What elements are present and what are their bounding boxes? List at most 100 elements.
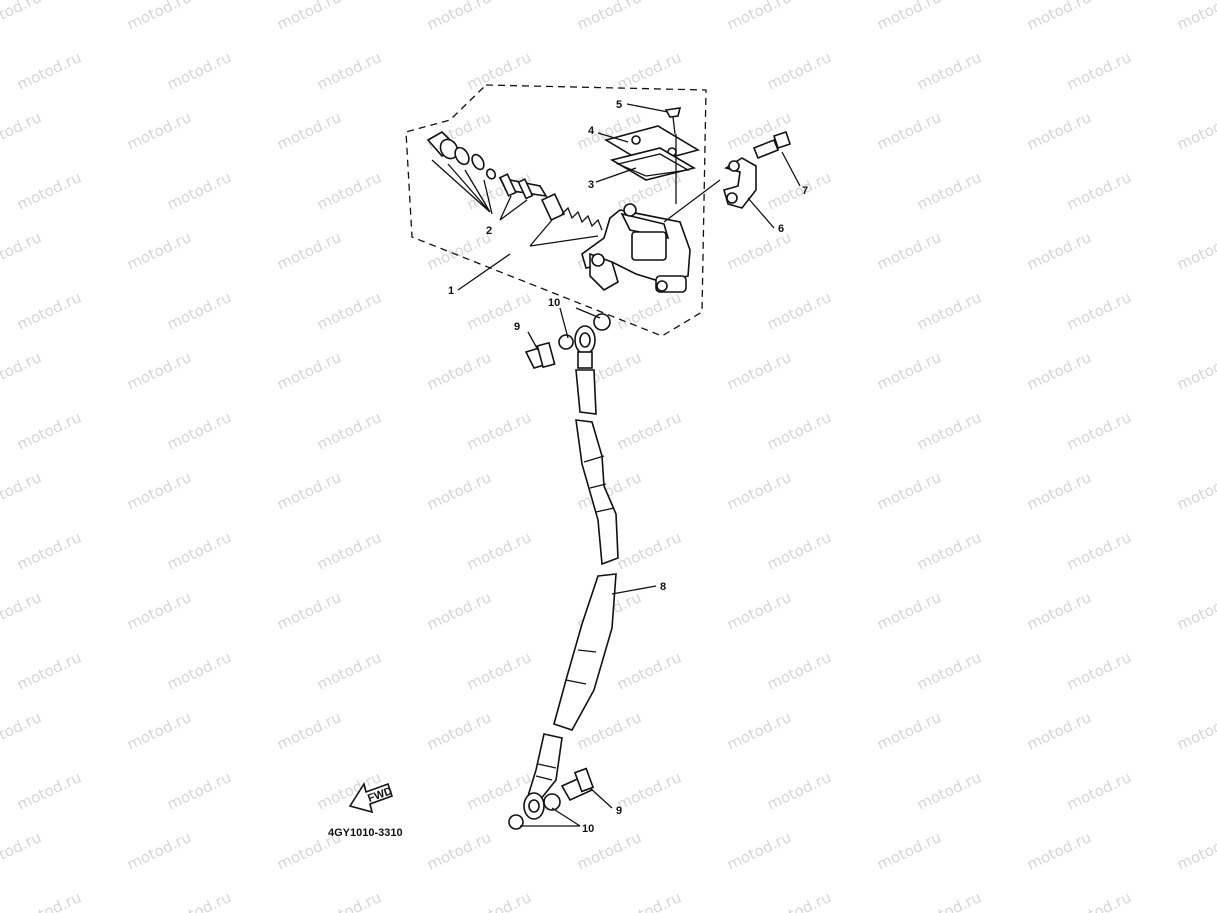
watermark-text: motod.ru xyxy=(274,108,344,153)
watermark-text: motod.ru xyxy=(124,708,194,753)
watermark-text: motod.ru xyxy=(874,708,944,753)
master-cylinder-assembly-boundary xyxy=(405,84,707,337)
watermark-text: motod.ru xyxy=(464,48,534,93)
copper-washer-lower-b xyxy=(543,793,561,811)
callout-6: 6 xyxy=(778,223,784,235)
copper-washer-lower-a xyxy=(508,814,524,830)
watermark-text: motod.ru xyxy=(914,768,984,813)
watermark-text: motod.ru xyxy=(1174,708,1217,753)
watermark-text: motod.ru xyxy=(1174,0,1217,34)
watermark-text: motod.ru xyxy=(764,888,834,913)
watermark-text: motod.ru xyxy=(1174,348,1217,393)
callout-1: 1 xyxy=(448,285,454,297)
watermark-text: motod.ru xyxy=(0,228,44,273)
watermark-text: motod.ru xyxy=(14,168,84,213)
cap-screw xyxy=(664,107,682,135)
watermark-text: motod.ru xyxy=(874,828,944,873)
holder-bolt xyxy=(752,130,792,160)
watermark-text: motod.ru xyxy=(164,48,234,93)
watermark-text: motod.ru xyxy=(1174,588,1217,633)
watermark-text: motod.ru xyxy=(14,408,84,453)
watermark-text: motod.ru xyxy=(314,648,384,693)
callout-2: 2 xyxy=(486,225,492,237)
watermark-text: motod.ru xyxy=(164,408,234,453)
banjo-fitting-top xyxy=(574,325,596,369)
watermark-text: motod.ru xyxy=(574,0,644,34)
callout-9-top: 9 xyxy=(514,321,520,333)
watermark-text: motod.ru xyxy=(914,888,984,913)
watermark-text: motod.ru xyxy=(914,168,984,213)
watermark-text: motod.ru xyxy=(724,348,794,393)
watermark-text: motod.ru xyxy=(274,0,344,34)
watermark-text: motod.ru xyxy=(1024,828,1094,873)
watermark-text: motod.ru xyxy=(764,528,834,573)
watermark-text: motod.ru xyxy=(574,708,644,753)
watermark-text: motod.ru xyxy=(14,768,84,813)
watermark-text: motod.ru xyxy=(164,768,234,813)
watermark-text: motod.ru xyxy=(914,48,984,93)
watermark-text: motod.ru xyxy=(1064,288,1134,333)
watermark-text: motod.ru xyxy=(314,408,384,453)
watermark-text: motod.ru xyxy=(0,468,44,513)
watermark-text: motod.ru xyxy=(0,348,44,393)
watermark-text: motod.ru xyxy=(914,648,984,693)
callout-5: 5 xyxy=(616,99,622,111)
watermark-text: motod.ru xyxy=(424,828,494,873)
watermark-text: motod.ru xyxy=(124,228,194,273)
watermark-text: motod.ru xyxy=(164,168,234,213)
watermark-text: motod.ru xyxy=(1064,648,1134,693)
watermark-text: motod.ru xyxy=(614,888,684,913)
watermark-text: motod.ru xyxy=(124,108,194,153)
watermark-text: motod.ru xyxy=(424,348,494,393)
watermark-text: motod.ru xyxy=(914,528,984,573)
watermark-text: motod.ru xyxy=(614,768,684,813)
watermark-text: motod.ru xyxy=(14,48,84,93)
watermark-text: motod.ru xyxy=(124,348,194,393)
callout-3: 3 xyxy=(588,179,594,191)
watermark-text: motod.ru xyxy=(614,408,684,453)
callout-10-top: 10 xyxy=(548,297,560,309)
watermark-text: motod.ru xyxy=(0,828,44,873)
watermark-text: motod.ru xyxy=(0,588,44,633)
watermark-text: motod.ru xyxy=(764,408,834,453)
watermark-text: motod.ru xyxy=(724,0,794,34)
callout-9-bottom: 9 xyxy=(616,805,622,817)
watermark-text: motod.ru xyxy=(1024,708,1094,753)
callout-4: 4 xyxy=(588,125,595,137)
union-bolt-top xyxy=(524,341,556,369)
watermark-text: motod.ru xyxy=(1064,768,1134,813)
watermark-text: motod.ru xyxy=(274,228,344,273)
watermark-text: motod.ru xyxy=(164,528,234,573)
watermark-text: motod.ru xyxy=(1174,108,1217,153)
watermark-text: motod.ru xyxy=(574,828,644,873)
watermark-text: motod.ru xyxy=(0,708,44,753)
watermark-text: motod.ru xyxy=(464,888,534,913)
diaphragm xyxy=(609,147,697,181)
watermark-text: motod.ru xyxy=(874,0,944,34)
callout-7: 7 xyxy=(802,185,808,197)
watermark-text: motod.ru xyxy=(1024,108,1094,153)
watermark-text: motod.ru xyxy=(1064,888,1134,913)
watermark-text: motod.ru xyxy=(14,888,84,913)
watermark-text: motod.ru xyxy=(164,648,234,693)
watermark-text: motod.ru xyxy=(1024,588,1094,633)
piston-kit xyxy=(426,131,603,247)
watermark-text: motod.ru xyxy=(464,408,534,453)
watermark-text: motod.ru xyxy=(424,468,494,513)
watermark-text: motod.ru xyxy=(424,588,494,633)
copper-washer-upper-a xyxy=(558,334,574,350)
watermark-text: motod.ru xyxy=(764,168,834,213)
watermark-text: motod.ru xyxy=(124,468,194,513)
union-bolt-bottom xyxy=(560,767,595,802)
master-cylinder-body xyxy=(581,203,691,293)
watermark-text: motod.ru xyxy=(1024,468,1094,513)
watermark-text: motod.ru xyxy=(274,348,344,393)
watermark-text: motod.ru xyxy=(1064,408,1134,453)
watermark-text: motod.ru xyxy=(464,648,534,693)
watermark-text: motod.ru xyxy=(764,648,834,693)
watermark-text: motod.ru xyxy=(424,708,494,753)
watermark-text: motod.ru xyxy=(424,228,494,273)
watermark-text: motod.ru xyxy=(874,228,944,273)
